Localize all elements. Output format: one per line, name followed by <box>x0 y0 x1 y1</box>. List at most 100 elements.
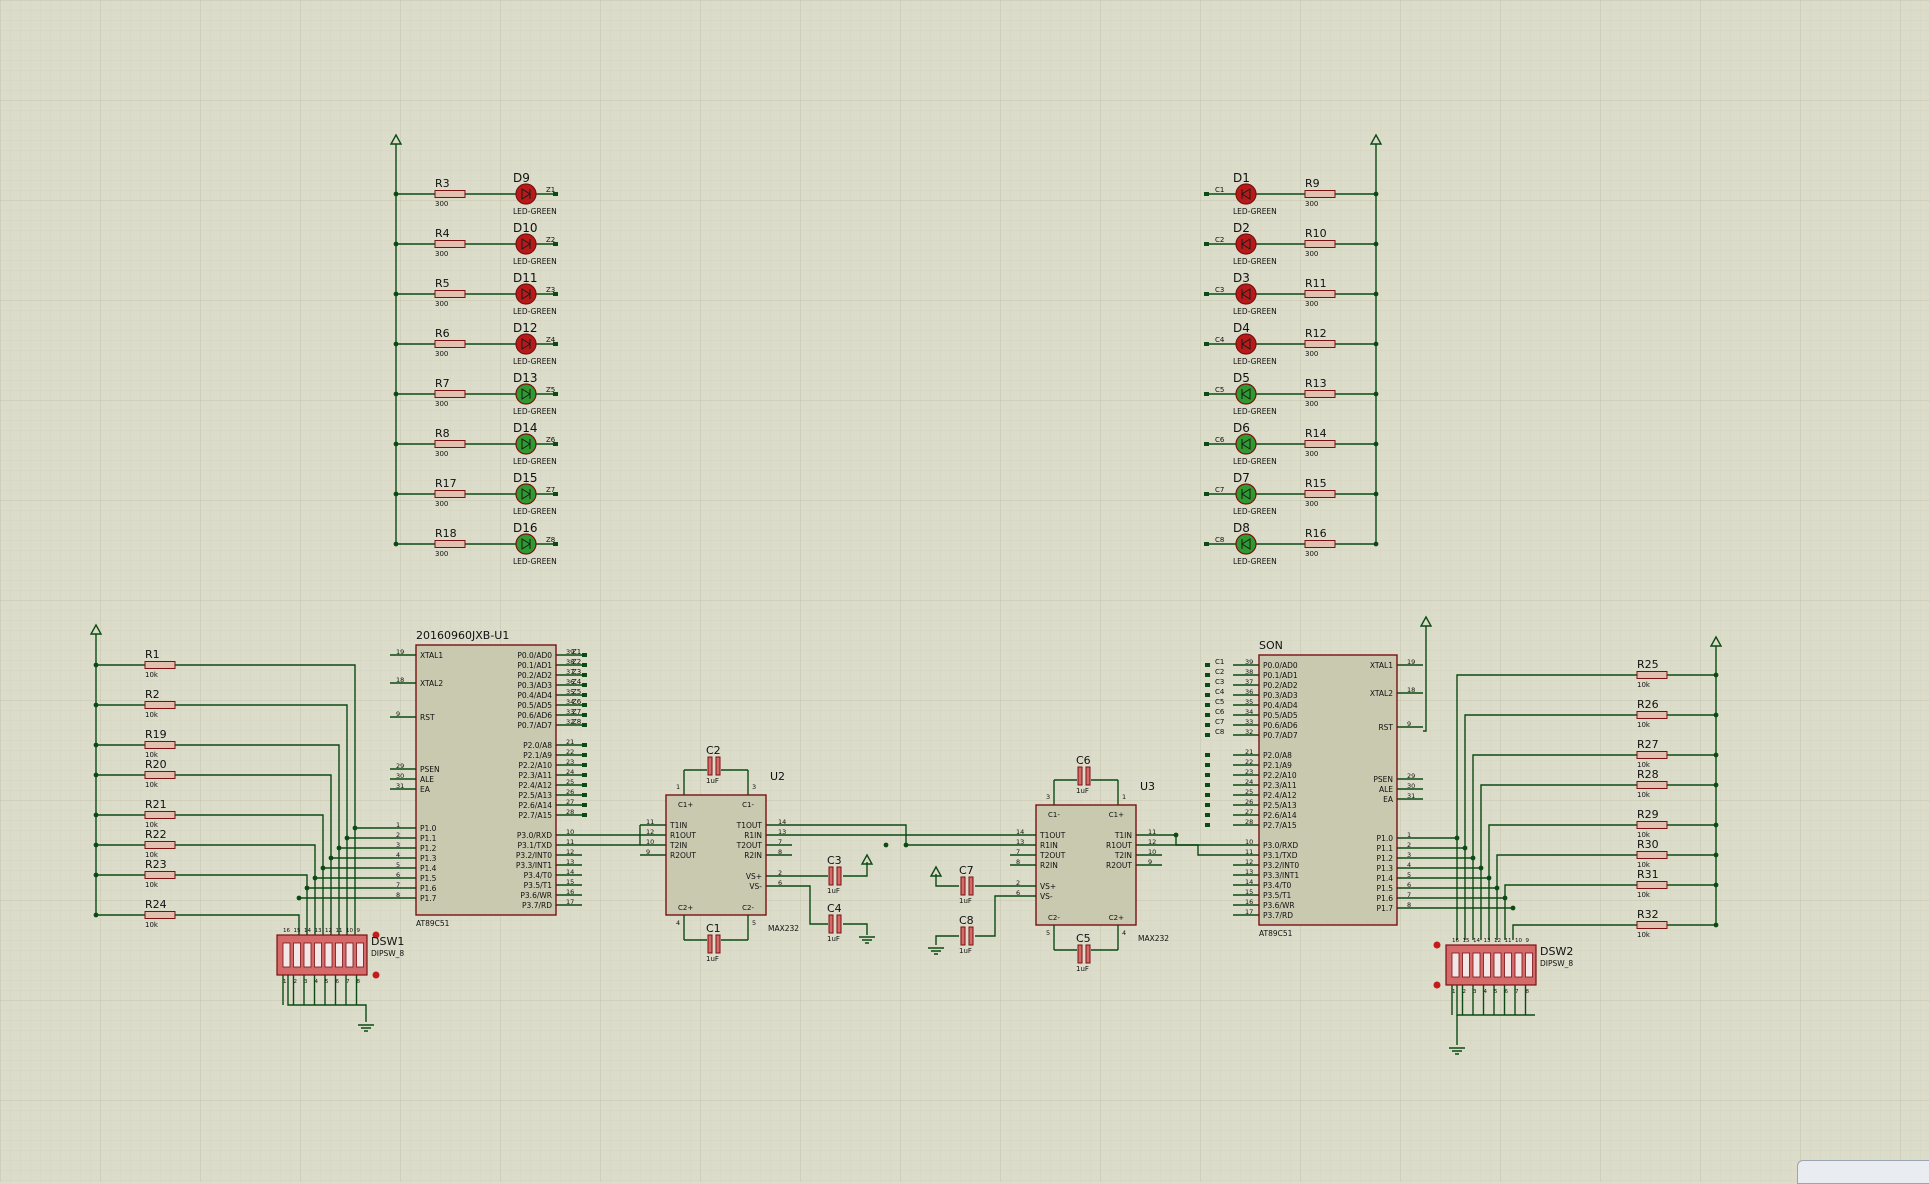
pin-name: P1.4 <box>1377 874 1394 883</box>
pin-name: P0.5/AD5 <box>517 701 552 710</box>
capacitor-value: 1uF <box>959 897 972 905</box>
pin-number: 30 <box>1407 782 1415 790</box>
pin-number: 7 <box>1407 891 1411 899</box>
pin-number: 14 <box>304 928 311 934</box>
net-terminal <box>553 242 558 246</box>
diode-symbol <box>1241 388 1251 400</box>
pin-number: 9 <box>357 928 361 934</box>
net-terminal <box>1204 192 1209 196</box>
pin-name: C1- <box>742 801 754 809</box>
pin-name: RST <box>420 713 435 722</box>
pin-number: 3 <box>304 979 308 985</box>
pin-number: 35 <box>566 688 574 696</box>
net-terminal <box>1205 803 1210 807</box>
net-terminal <box>582 763 587 767</box>
pin-number: 30 <box>396 772 404 780</box>
pin-name: EA <box>1383 795 1394 804</box>
pin-name: XTAL2 <box>420 679 443 688</box>
pin-number: 36 <box>1245 688 1253 696</box>
led-ref: D1 <box>1233 171 1250 185</box>
zoom-toolbar-widget[interactable] <box>1797 1160 1929 1184</box>
pin-number: 12 <box>1148 838 1156 846</box>
pin-number: 6 <box>1505 989 1509 995</box>
resistor-value: 300 <box>435 350 448 358</box>
pin-name: XTAL2 <box>1370 689 1393 698</box>
pin-number: 11 <box>566 838 574 846</box>
pin-name: P0.2/AD2 <box>517 671 552 680</box>
led-diode <box>1235 433 1257 455</box>
net-terminal <box>1205 763 1210 767</box>
pin-name: P0.4/AD4 <box>1263 701 1298 710</box>
net-terminal <box>1205 703 1210 707</box>
led-value: LED-GREEN <box>513 207 557 216</box>
pin-number: 8 <box>1016 858 1020 866</box>
led-value: LED-GREEN <box>513 457 557 466</box>
pin-number: 16 <box>1452 938 1459 944</box>
resistor-ref: R29 <box>1637 808 1659 821</box>
power-arrow-icon <box>89 623 103 635</box>
pin-number: 5 <box>1407 871 1411 879</box>
pin-number: 8 <box>1526 989 1530 995</box>
junction-dot <box>1502 895 1508 901</box>
resistor <box>434 240 466 248</box>
led-value: LED-GREEN <box>513 407 557 416</box>
pin-number: 12 <box>566 848 574 856</box>
pin-number: 2 <box>294 979 298 985</box>
net-label: C6 <box>1215 708 1225 716</box>
resistor-ref: R21 <box>145 798 167 811</box>
power-arrow-icon <box>860 853 874 865</box>
chip-ref: U2 <box>770 770 785 783</box>
pin-name: C1- <box>1048 811 1060 819</box>
pin-number: 15 <box>566 878 574 886</box>
pin-name: P3.6/WR <box>1263 901 1295 910</box>
pin-number: 23 <box>1245 768 1253 776</box>
diode-symbol <box>1241 538 1251 550</box>
resistor <box>144 771 176 779</box>
pin-number: 24 <box>1245 778 1253 786</box>
pin-number: 13 <box>778 828 786 836</box>
net-terminal <box>582 673 587 677</box>
pin-name: R2IN <box>1040 861 1058 870</box>
net-terminal <box>1205 683 1210 687</box>
resistor-value: 300 <box>435 250 448 258</box>
resistor <box>434 190 466 198</box>
net-label: Z4 <box>572 678 582 686</box>
pin-name: R1OUT <box>670 831 696 840</box>
pin-number: 2 <box>1016 879 1020 887</box>
labels: R3300D9LED-GREENZ1R4300D10LED-GREENZ2R53… <box>145 171 1659 995</box>
pin-number: 11 <box>1148 828 1156 836</box>
pin-number: 7 <box>1016 848 1020 856</box>
junction-dot <box>296 895 302 901</box>
pin-number: 11 <box>1505 938 1512 944</box>
net-terminal <box>553 392 558 396</box>
junction-dot <box>1494 885 1500 891</box>
pin-name: T2OUT <box>1039 851 1066 860</box>
pin-name: R1IN <box>744 831 762 840</box>
led-value: LED-GREEN <box>513 257 557 266</box>
pin-number: 9 <box>1407 720 1411 728</box>
capacitor-plate <box>715 756 721 776</box>
pin-name: P2.6/A14 <box>518 801 552 810</box>
pin-number: 16 <box>283 928 290 934</box>
wire <box>935 935 959 945</box>
wire <box>1496 854 1637 940</box>
resistor <box>1304 490 1336 498</box>
led-diode <box>515 383 537 405</box>
led-ref: D4 <box>1233 321 1250 335</box>
net-label: Z3 <box>572 668 581 676</box>
net-label: C4 <box>1215 688 1225 696</box>
net-label: Z5 <box>546 386 555 394</box>
led-diode <box>1235 283 1257 305</box>
resistor <box>434 390 466 398</box>
net-terminal <box>1205 753 1210 757</box>
junction-dot <box>320 865 326 871</box>
capacitor-plate <box>960 926 966 946</box>
wires <box>93 144 1719 1045</box>
diode-symbol <box>1241 488 1251 500</box>
net-terminal <box>1205 733 1210 737</box>
pin-number: 33 <box>1245 718 1253 726</box>
net-label: C8 <box>1215 728 1224 736</box>
dip-toggle <box>1504 952 1512 978</box>
wire <box>175 914 300 935</box>
